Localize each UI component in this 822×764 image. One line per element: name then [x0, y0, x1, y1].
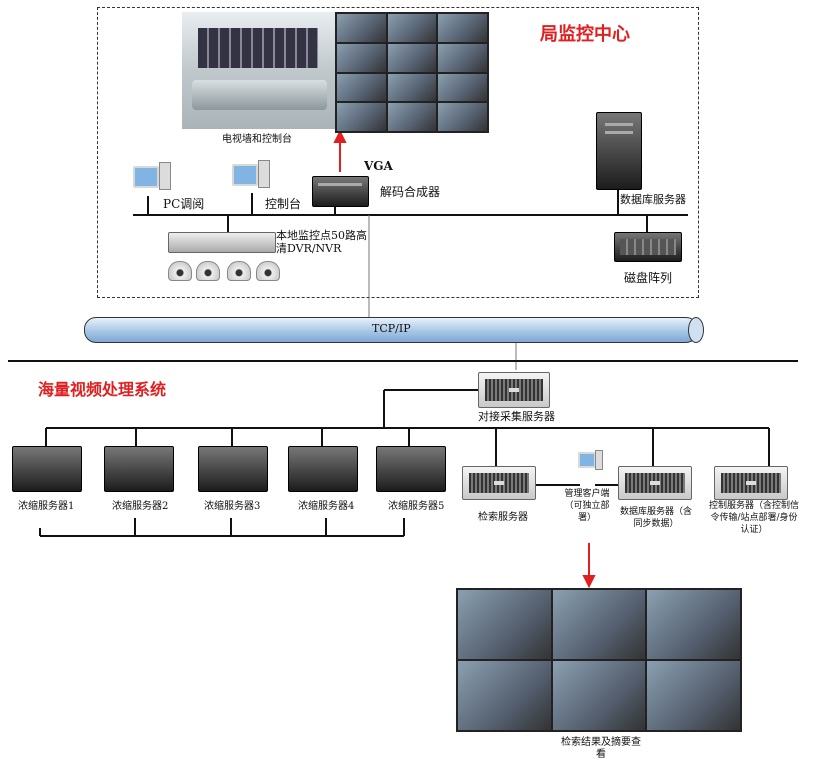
control-server-icon	[714, 466, 788, 500]
monitor-icon	[578, 452, 596, 468]
pipe-end-cap	[688, 317, 704, 343]
condense-server-icon-5	[376, 446, 446, 492]
vga-label: VGA	[364, 159, 393, 173]
pc-view-label: PC调阅	[163, 197, 205, 211]
monitor-icon	[133, 166, 159, 188]
condense-server-label-3: 浓缩服务器3	[204, 501, 261, 512]
condense-server-label-2: 浓缩服务器2	[112, 501, 169, 512]
condense-server-icon-2	[104, 446, 174, 492]
section-title-massive-video: 海量视频处理系统	[38, 380, 167, 399]
condense-server-label-4: 浓缩服务器4	[298, 501, 355, 512]
camera-icon	[196, 261, 220, 281]
video-wall-icon	[198, 28, 318, 68]
camera-icon	[227, 261, 251, 281]
db-server-top-label: 数据库服务器	[620, 193, 686, 206]
condense-server-icon-4	[288, 446, 358, 492]
condense-server-label-1: 浓缩服务器1	[18, 501, 75, 512]
docking-server-label: 对接采集服务器	[478, 410, 555, 423]
camera-icon	[256, 261, 280, 281]
monitor-icon	[232, 164, 258, 186]
dvr-icon	[168, 232, 276, 253]
search-server-icon	[462, 466, 536, 500]
db-server-sync-label: 数据库服务器（含同步数据）	[620, 507, 693, 529]
search-result-video-grid	[456, 588, 742, 732]
camera-icon	[168, 261, 192, 281]
control-room-image	[182, 12, 337, 129]
condense-server-icon-3	[198, 446, 268, 492]
local-center-frame	[97, 7, 699, 298]
search-server-label: 检索服务器	[478, 512, 528, 523]
condense-server-icon-1	[12, 446, 82, 492]
tcpip-network-pipe	[84, 317, 698, 343]
tv-wall-label: 电视墙和控制台	[222, 134, 292, 145]
db-server-tower-icon	[596, 112, 642, 190]
db-server-sync-icon	[618, 466, 692, 500]
console-label: 控制台	[265, 197, 302, 211]
condense-server-label-5: 浓缩服务器5	[388, 501, 445, 512]
network-label: TCP/IP	[372, 322, 411, 335]
result-view-label: 检索结果及摘要查看	[561, 737, 641, 760]
decoder-icon	[312, 176, 369, 207]
disk-array-icon	[614, 232, 682, 262]
video-wall-grid	[335, 12, 489, 133]
console-desk	[192, 80, 327, 110]
section-title-local-center: 局监控中心	[540, 24, 630, 45]
control-server-label: 控制服务器（含控制信令传输/站点部署/身份认证）	[708, 501, 799, 535]
disk-array-label: 磁盘阵列	[624, 271, 673, 285]
docking-server-icon	[478, 372, 550, 408]
mgmt-client-label: 管理客户端（可独立部署）	[564, 489, 610, 523]
local-dvr-label: 本地监控点50路高清DVR/NVR	[276, 229, 367, 255]
decoder-label: 解码合成器	[380, 185, 441, 199]
